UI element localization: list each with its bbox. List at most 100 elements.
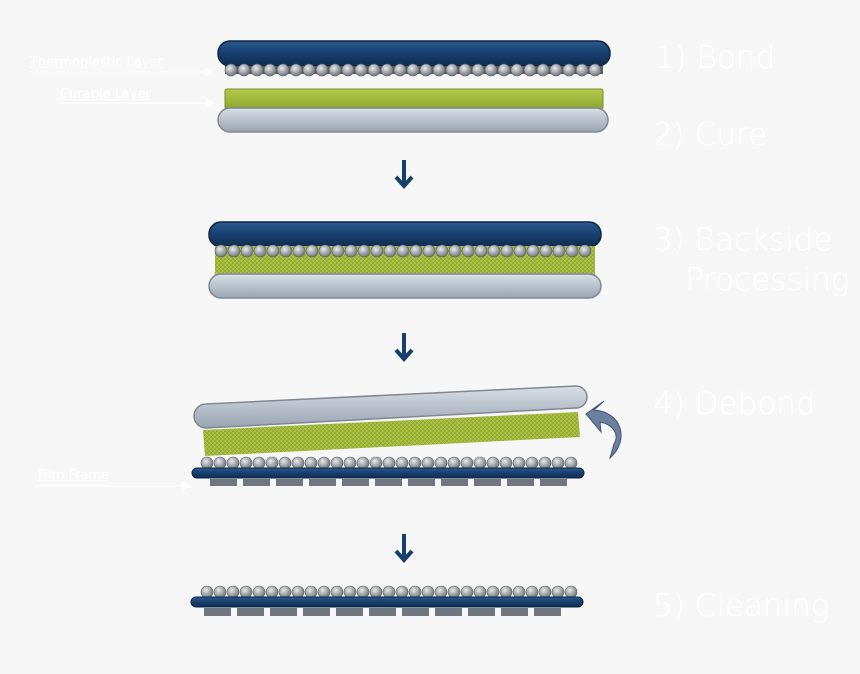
solder-bump — [523, 63, 537, 77]
solder-bump — [499, 585, 513, 599]
die-pad — [540, 479, 567, 486]
die-pad — [441, 479, 468, 486]
curved-arrow-icon — [585, 400, 622, 460]
solder-bump — [330, 456, 344, 470]
solder-bump — [510, 63, 524, 77]
solder-bump — [263, 63, 277, 77]
solder-bump — [461, 244, 475, 258]
solder-bump — [200, 585, 214, 599]
die-pad — [237, 608, 264, 616]
solder-bump — [562, 63, 576, 77]
wafer-plate — [208, 273, 602, 299]
step-cleaning-label: 5) Cleaning — [653, 588, 830, 624]
solder-bump — [213, 585, 227, 599]
solder-bump — [486, 456, 500, 470]
solder-bump — [250, 63, 264, 77]
solder-bump — [252, 585, 266, 599]
solder-bump — [237, 63, 251, 77]
solder-bump — [341, 63, 355, 77]
solder-bump — [419, 63, 433, 77]
stack-debond — [191, 385, 622, 486]
solder-bump — [200, 456, 214, 470]
solder-bump — [564, 456, 578, 470]
step-backside-label: 3) Backside — [653, 222, 833, 258]
solder-bump — [252, 456, 266, 470]
solder-bump — [564, 585, 578, 599]
solder-bump — [512, 585, 526, 599]
solder-bump — [565, 244, 579, 258]
solder-bump — [549, 63, 563, 77]
bump-row — [200, 456, 578, 470]
solder-bump — [575, 63, 589, 77]
die-pad — [408, 479, 435, 486]
wafer-plate — [217, 107, 609, 133]
solder-bump — [500, 244, 514, 258]
solder-bump — [343, 456, 357, 470]
solder-bump — [239, 585, 253, 599]
solder-bump — [226, 456, 240, 470]
solder-bump — [458, 63, 472, 77]
solder-bump — [315, 63, 329, 77]
die-pad — [474, 479, 501, 486]
die-pad — [309, 479, 336, 486]
solder-bump — [448, 244, 462, 258]
die-pad — [336, 608, 363, 616]
die-pad — [468, 608, 495, 616]
solder-bump — [304, 585, 318, 599]
die-pad — [204, 608, 231, 616]
solder-bump — [395, 585, 409, 599]
solder-bump — [525, 585, 539, 599]
solder-bump — [227, 244, 241, 258]
solder-bump — [367, 63, 381, 77]
solder-bump — [538, 456, 552, 470]
solder-bump — [432, 63, 446, 77]
solder-bump — [382, 585, 396, 599]
solder-bump — [588, 63, 602, 77]
die-pad — [369, 608, 396, 616]
solder-bump — [224, 63, 238, 77]
bump-row — [224, 63, 602, 77]
curable-layer-label: Curable Layer — [60, 87, 151, 102]
solder-bump — [302, 63, 316, 77]
bump-row — [200, 585, 578, 599]
solder-bump — [445, 63, 459, 77]
solder-bump — [356, 585, 370, 599]
callout-lines — [30, 67, 216, 491]
stack-backside — [208, 221, 602, 299]
die-pad — [276, 479, 303, 486]
solder-bump — [226, 585, 240, 599]
solder-bump — [471, 63, 485, 77]
solder-bump — [289, 63, 303, 77]
solder-bump — [214, 244, 228, 258]
solder-bump — [305, 244, 319, 258]
solder-bump — [447, 456, 461, 470]
solder-bump — [473, 585, 487, 599]
solder-bump — [526, 244, 540, 258]
die-pad — [501, 608, 528, 616]
step-cure-label: 2) Cure — [653, 117, 768, 153]
solder-bump — [435, 244, 449, 258]
solder-bump — [330, 585, 344, 599]
down-arrow-icon — [394, 333, 414, 363]
solder-bump — [317, 456, 331, 470]
solder-bump — [328, 63, 342, 77]
solder-bump — [460, 456, 474, 470]
solder-bump — [240, 244, 254, 258]
solder-bump — [278, 456, 292, 470]
solder-bump — [253, 244, 267, 258]
solder-bump — [409, 244, 423, 258]
solder-bump — [356, 456, 370, 470]
down-arrow-icon — [394, 160, 414, 190]
solder-bump — [474, 244, 488, 258]
solder-bump — [473, 456, 487, 470]
step-backside-label-line2: Processing — [685, 262, 850, 298]
curable-layer — [224, 88, 604, 110]
stack-bond — [217, 40, 611, 133]
bump-row — [214, 244, 592, 258]
die-pad — [507, 479, 534, 486]
solder-bump — [499, 456, 513, 470]
solder-bump — [551, 585, 565, 599]
thermoplastic-layer-label: Thermoplastic Layer — [30, 55, 163, 70]
solder-bump — [370, 244, 384, 258]
